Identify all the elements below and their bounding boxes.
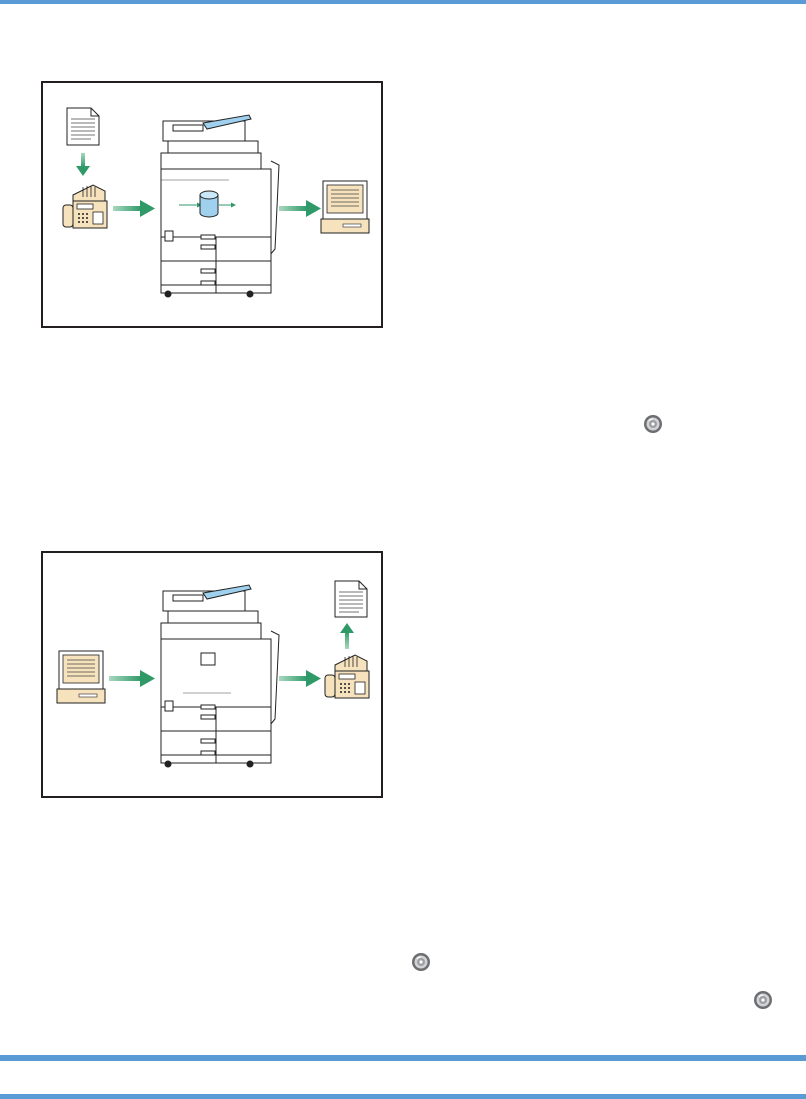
document-icon <box>335 581 367 617</box>
cd-rom-icon <box>643 414 663 434</box>
cd-rom-icon <box>753 990 773 1010</box>
arrow-down-icon <box>76 153 90 176</box>
document-icon <box>67 108 99 145</box>
arrow-right-icon <box>279 670 321 687</box>
multifunction-printer-icon <box>161 585 279 767</box>
cd-rom-icon <box>411 952 431 972</box>
arrow-right-icon <box>113 200 155 217</box>
fax-machine-icon <box>325 655 369 698</box>
header-rule <box>0 0 806 4</box>
figure-fax-to-computer <box>41 81 383 328</box>
arrow-up-icon <box>340 623 354 649</box>
fax-machine-icon <box>63 185 107 228</box>
figure-computer-to-fax <box>41 551 383 798</box>
computer-icon <box>57 651 105 703</box>
footer-rule-bottom <box>0 1094 806 1099</box>
diagram-computer-to-fax <box>43 553 381 796</box>
arrow-right-icon <box>109 670 155 687</box>
computer-icon <box>321 181 369 233</box>
footer-rule-top <box>0 1055 806 1061</box>
diagram-fax-to-computer <box>43 83 381 326</box>
arrow-right-icon <box>279 200 321 217</box>
